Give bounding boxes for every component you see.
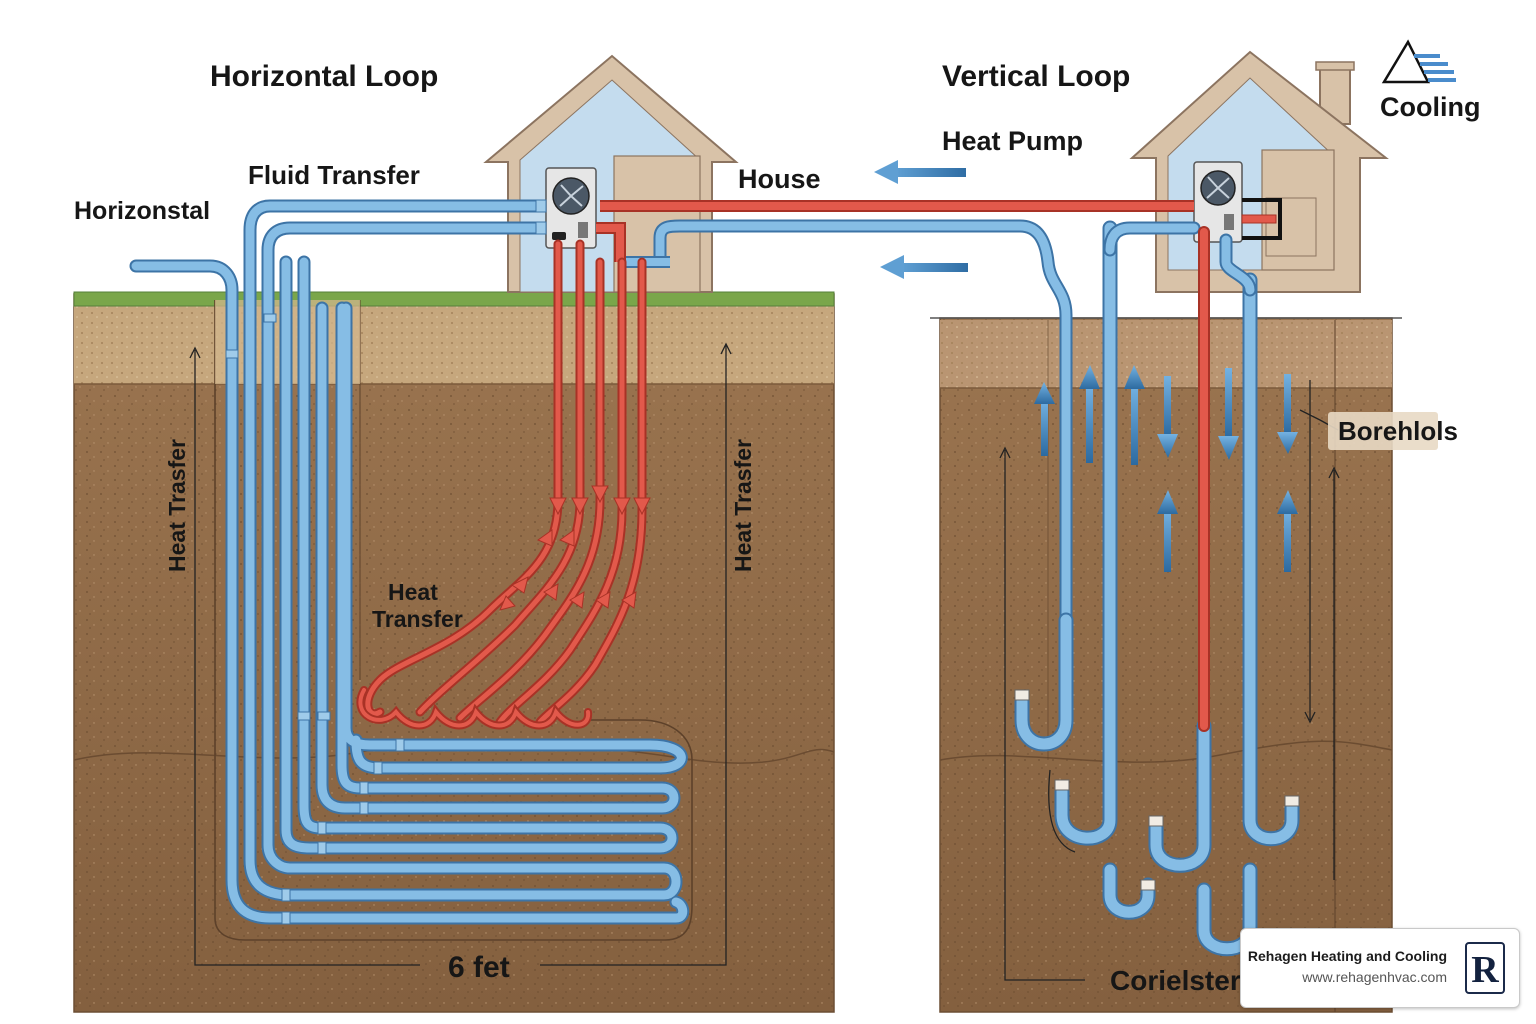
heat-pump-unit-left	[545, 167, 597, 249]
cooling-label: Cooling	[1380, 92, 1480, 122]
vertical-loop-boreholes	[1014, 220, 1300, 957]
brand-logo-icon: R	[1465, 942, 1505, 994]
six-feet-label: 6 fet	[448, 951, 510, 984]
vertical-loop-title: Vertical Loop	[942, 60, 1130, 93]
right-house	[1129, 50, 1389, 293]
brand-card: Rehagen Heating and Cooling www.rehagenh…	[1240, 928, 1520, 1008]
left-house	[483, 54, 739, 293]
borehole-flow-arrows	[1034, 365, 1298, 572]
boreholes-label: Borehlols	[1338, 416, 1458, 446]
brand-logo-letter: R	[1471, 949, 1499, 991]
heat-transfer-label-line2: Transfer	[372, 606, 463, 632]
brand-url[interactable]: www.rehagenhvac.com	[1302, 969, 1447, 985]
horizontal-loop-hot-pipes	[356, 239, 651, 730]
house-label: House	[738, 164, 821, 194]
vertical-ground-section	[930, 317, 1402, 1013]
heat-trasfer-right-label: Heat Trasfer	[730, 439, 756, 572]
connecting-pipes	[596, 200, 1194, 660]
brand-name: Rehagen Heating and Cooling	[1247, 948, 1447, 964]
direction-arrows	[874, 160, 968, 279]
fluid-transfer-label: Fluid Transfer	[248, 160, 420, 190]
heat-pump-label: Heat Pump	[942, 126, 1083, 156]
horizontal-loop-cold-pipes	[129, 199, 690, 925]
cooling-logo-icon	[1381, 39, 1456, 84]
horizonstal-label: Horizonstal	[74, 197, 210, 225]
heat-transfer-label-line1: Heat	[388, 579, 438, 605]
annotation-lines	[189, 342, 1340, 981]
diagram-labels: Horizontal Loop Vertical Loop Fluid Tran…	[74, 60, 1480, 996]
corielster-label: Corielster	[1110, 965, 1241, 996]
heat-trasfer-left-label: Heat Trasfer	[164, 439, 190, 572]
horizontal-loop-title: Horizontal Loop	[210, 60, 438, 93]
horizontal-ground-section	[73, 291, 835, 1013]
